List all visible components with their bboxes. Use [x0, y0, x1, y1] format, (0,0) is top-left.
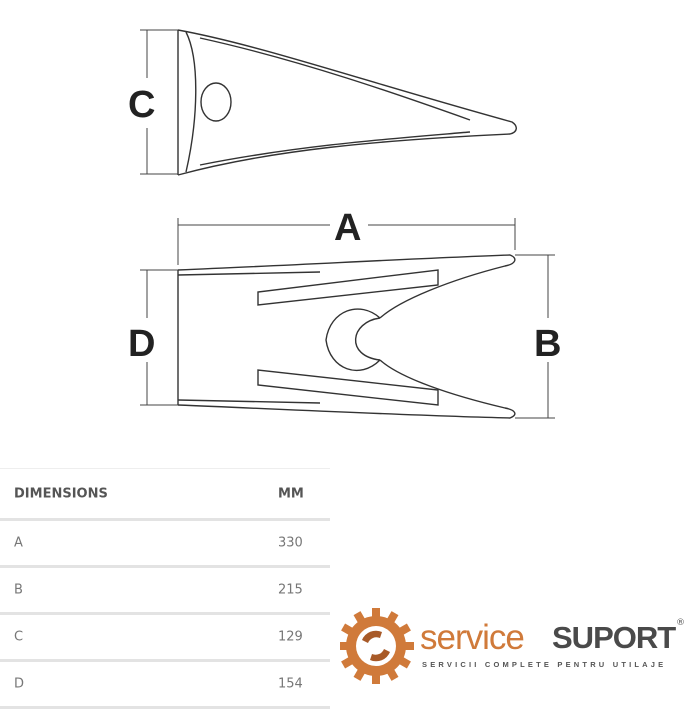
label-b: B [534, 323, 561, 365]
value-cell: 129 [278, 629, 303, 645]
brand-suport: SUPORT [552, 620, 676, 655]
side-view [177, 254, 516, 419]
dimension-lines [140, 29, 555, 419]
bucket-tooth-drawing: C A D B [128, 29, 561, 419]
header-dimensions: DIMENSIONS [14, 486, 108, 501]
label-c: C [128, 84, 155, 126]
pin-hole [200, 82, 232, 122]
gear-icon [340, 608, 414, 684]
dimensions-table: DIMENSIONS MM A 330 B 215 C 129 D 154 [0, 468, 330, 709]
table-row: A 330 [0, 521, 330, 568]
logo-tagline: SERVICII COMPLETE PENTRU UTILAJE [422, 660, 667, 669]
brand-service: service [420, 618, 525, 657]
table-header: DIMENSIONS MM [0, 469, 330, 521]
label-a: A [334, 207, 361, 249]
top-view [177, 29, 517, 176]
dimension-cell: B [14, 582, 23, 598]
value-cell: 215 [278, 582, 303, 598]
header-mm: MM [278, 486, 304, 501]
table-row: B 215 [0, 568, 330, 615]
value-cell: 154 [278, 676, 303, 692]
label-d: D [128, 323, 155, 365]
dimension-cell: D [14, 676, 25, 692]
dimension-cell: C [14, 629, 24, 645]
dimension-cell: A [14, 535, 23, 551]
table-row: C 129 [0, 615, 330, 662]
service-suport-logo: service SUPORT ® SERVICII COMPLETE PENTR… [340, 604, 690, 688]
table-row: D 154 [0, 662, 330, 709]
value-cell: 330 [278, 535, 303, 551]
registered-mark: ® [676, 618, 685, 628]
